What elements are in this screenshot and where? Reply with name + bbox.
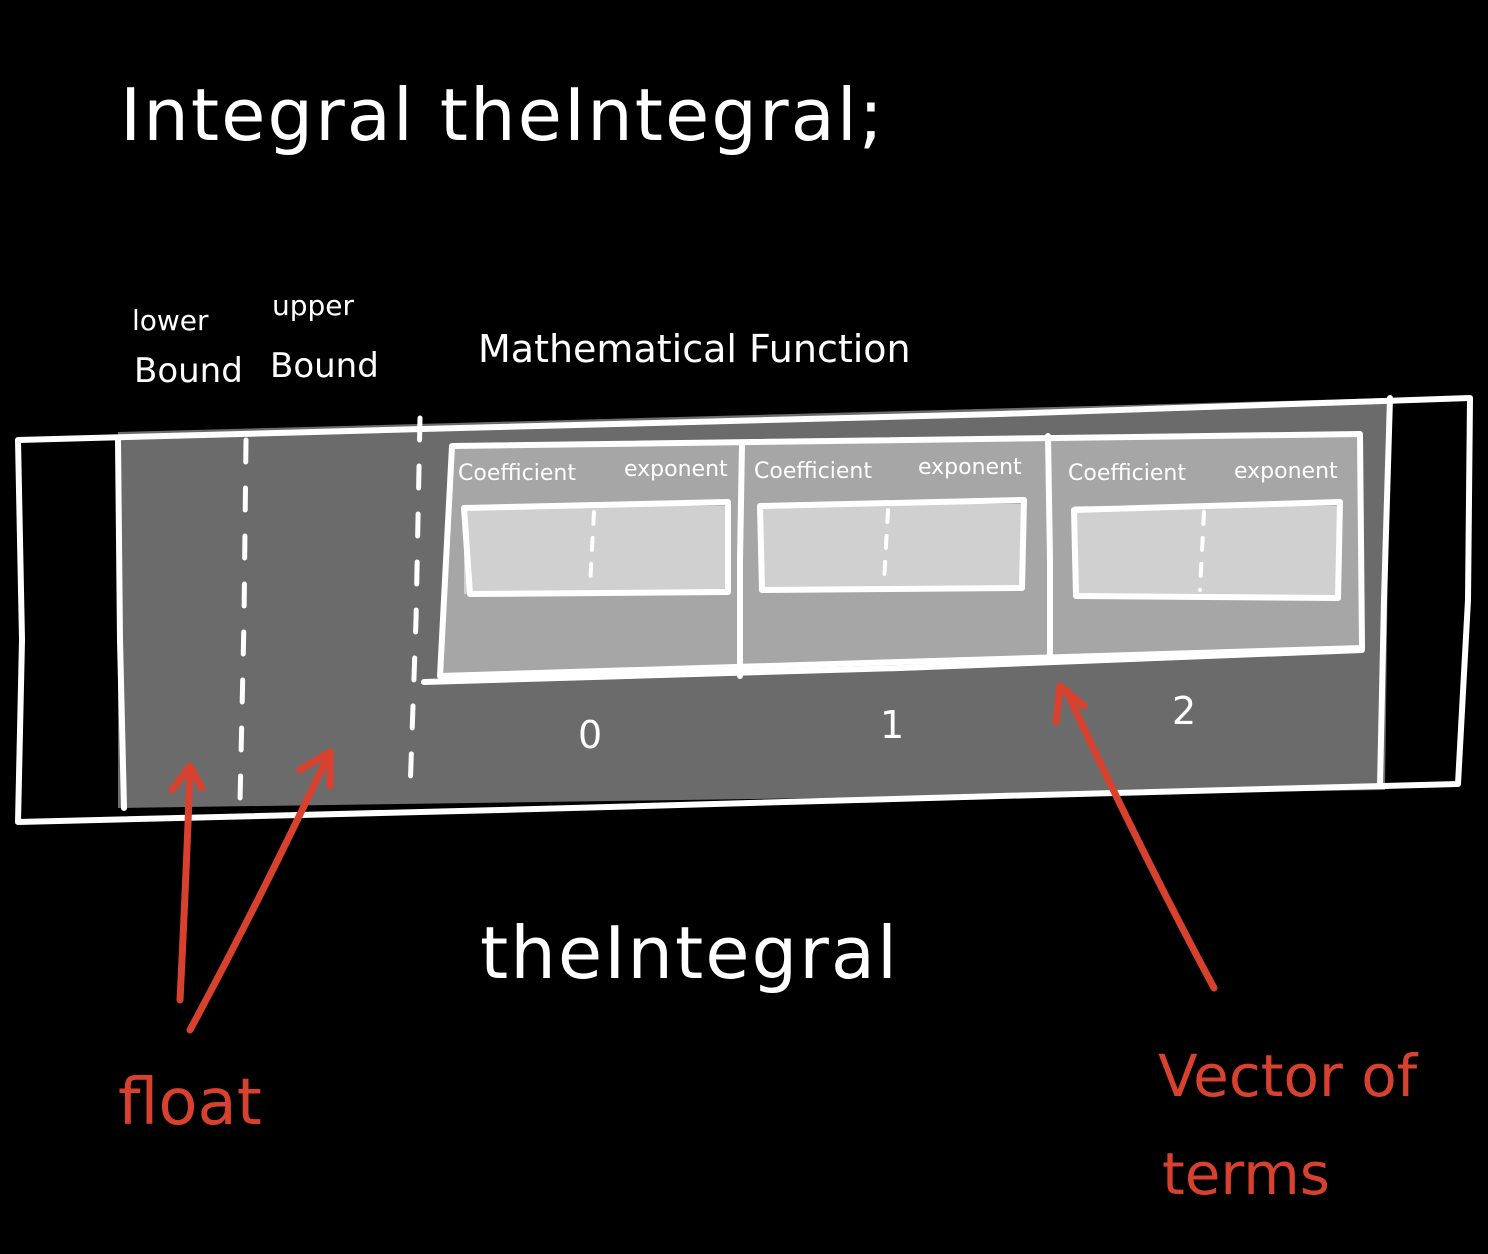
svg-text:exponent: exponent: [1234, 459, 1338, 484]
vector-annotation: Vector of terms: [1158, 1042, 1419, 1208]
term-2: Coefficient exponent 2: [1068, 459, 1343, 733]
svg-text:Bound: Bound: [270, 346, 379, 386]
term-2-cell: [1074, 506, 1338, 598]
svg-text:upper: upper: [272, 289, 355, 322]
svg-text:Coefficient: Coefficient: [1068, 461, 1186, 486]
object-name-label: theIntegral: [480, 911, 899, 995]
term-0-index: 0: [578, 713, 602, 757]
term-0-cell: [464, 506, 730, 594]
function-divider: [407, 415, 423, 795]
svg-text:Vector of: Vector of: [1158, 1042, 1419, 1110]
float-annotation: float: [118, 1066, 262, 1140]
vector-arrow: [1052, 682, 1218, 992]
svg-text:terms: terms: [1162, 1140, 1330, 1208]
float-arrows: [168, 748, 334, 1034]
svg-text:Bound: Bound: [134, 351, 243, 391]
lower-bound-label: lower Bound: [132, 304, 243, 391]
svg-text:Coefficient: Coefficient: [458, 461, 576, 486]
svg-text:lower: lower: [132, 304, 209, 337]
term-1: Coefficient exponent 1: [754, 455, 1027, 747]
term-1-cell: [760, 504, 1024, 590]
diagram-title: Integral theIntegral;: [120, 73, 885, 157]
svg-text:Coefficient: Coefficient: [754, 459, 872, 484]
svg-text:exponent: exponent: [624, 457, 728, 482]
math-function-label: Mathematical Function: [478, 327, 911, 371]
term-2-index: 2: [1172, 689, 1196, 733]
upper-bound-label: upper Bound: [270, 289, 379, 386]
bound-divider: [237, 437, 249, 805]
svg-text:exponent: exponent: [918, 455, 1022, 480]
term-1-index: 1: [880, 703, 904, 747]
term-0: Coefficient exponent 0: [458, 457, 731, 757]
